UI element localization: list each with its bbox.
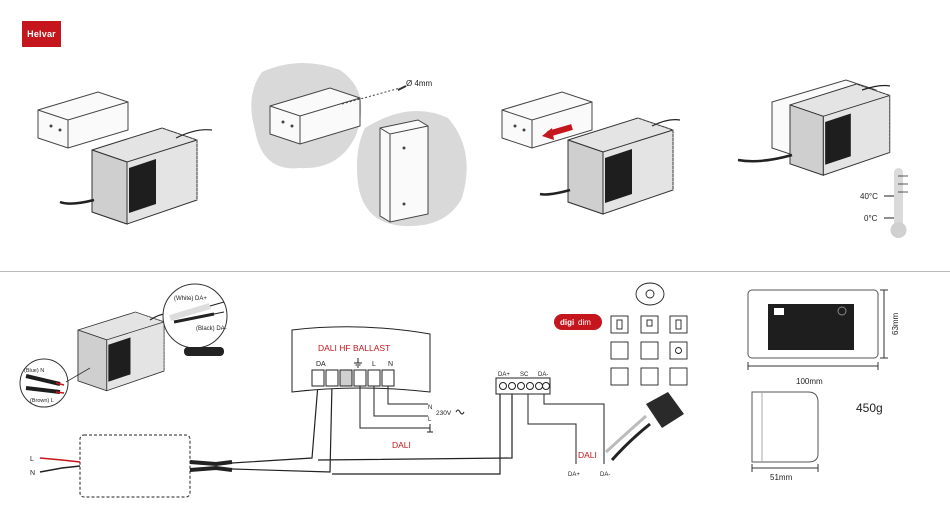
digidim-digi: digi — [560, 318, 574, 327]
ballast-title: DALI HF BALLAST — [318, 343, 390, 353]
step2-illustration: Ø 4mm — [251, 63, 466, 226]
mains-l-label: L — [30, 456, 34, 463]
supply-voltage-label: 230V — [436, 410, 452, 417]
dali-label-1: DALI — [392, 440, 411, 450]
dimension-depth: 51mm — [770, 473, 793, 482]
terminal-sc: SC — [520, 372, 529, 378]
dali-hf-ballast: DALI HF BALLAST DA L N N L 230V DALI — [292, 327, 464, 450]
screw-diameter-label: Ø 4mm — [406, 79, 433, 88]
temperature-max: 40°C — [860, 192, 878, 201]
step4-illustration — [738, 80, 890, 175]
dali-label-2: DALI — [578, 450, 597, 460]
power-supply-block: L N — [30, 435, 232, 497]
label-white-daplus: (White) DA+ — [174, 296, 207, 302]
supply-n-label: N — [428, 405, 432, 411]
wired-psu-illustration: (White) DA+ (Black) DA- (Blue) N (Brown)… — [20, 284, 227, 407]
step1-illustration — [38, 92, 212, 224]
terminal-daplus: DA+ — [498, 372, 510, 378]
ballast-l: L — [372, 361, 376, 368]
step3-illustration — [502, 92, 680, 214]
ballast-da: DA — [316, 361, 326, 368]
output-daminus: DA- — [600, 472, 610, 478]
dimensions-drawing: 63mm 100mm 51mm 450g — [748, 290, 900, 482]
output-daplus: DA+ — [568, 472, 580, 478]
dali-connector-plug — [606, 392, 684, 460]
label-black-daminus: (Black) DA- — [196, 326, 227, 332]
dimension-width: 100mm — [796, 377, 823, 386]
label-brown-l: (Brown) L — [30, 398, 54, 404]
digidim-dim: dim — [578, 318, 591, 327]
supply-l-label: L — [428, 417, 432, 423]
dimension-height: 63mm — [891, 312, 900, 335]
dali-marking — [184, 347, 224, 356]
thermometer-icon: 40°C 0°C — [860, 168, 908, 238]
dali-bus-wires — [232, 384, 512, 474]
terminal-block: DA+ SC DA- DALI DA+ DA- — [496, 372, 610, 478]
label-blue-n: (Blue) N — [24, 368, 44, 374]
terminal-daminus: DA- — [538, 372, 548, 378]
weight-label: 450g — [856, 401, 883, 415]
temperature-min: 0°C — [864, 214, 878, 223]
mains-n-label: N — [30, 470, 35, 477]
digidim-logo: digi dim — [554, 314, 602, 330]
digidim-control-panels — [611, 283, 687, 385]
sensor-icon — [636, 283, 664, 305]
ballast-n: N — [388, 361, 393, 368]
